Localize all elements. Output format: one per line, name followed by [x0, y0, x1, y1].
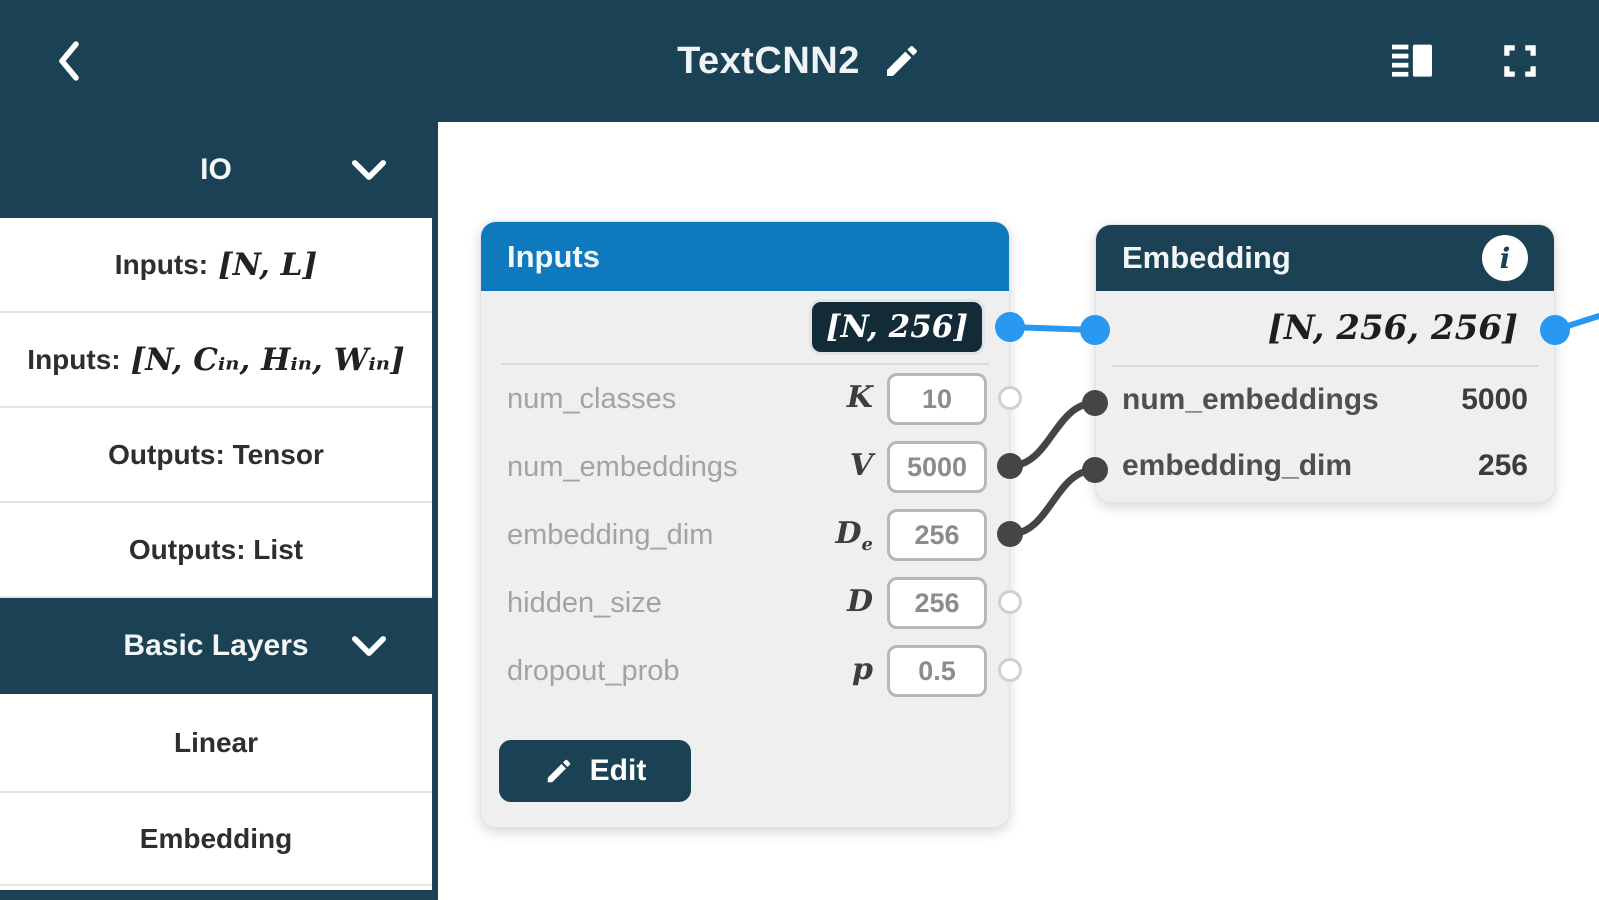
param-value: 5000 [1461, 383, 1528, 416]
edge-embedding-dim [1006, 466, 1099, 538]
param-name: dropout_prob [507, 654, 680, 687]
output-shape-badge: [N, 256] [809, 299, 985, 355]
sidebar-next-section-partial [0, 890, 432, 900]
param-name: num_classes [507, 382, 677, 415]
inputs-node-header[interactable]: Inputs [481, 222, 1009, 291]
node-embedding[interactable]: Embedding i [N, 256, 256] num_embeddings… [1095, 224, 1555, 503]
section-label: Basic Layers [123, 629, 309, 662]
page-title: TextCNN2 [677, 39, 860, 82]
node-inputs[interactable]: Inputs [N, 256] num_classes K 10 num_emb… [480, 221, 1010, 828]
sidebar-section-basic-layers[interactable]: Basic Layers [0, 598, 432, 694]
top-bar: TextCNN2 [0, 0, 1599, 122]
param-row-embedding-dim: embedding_dim De 256 [481, 501, 1009, 569]
port-embedding-embedding-dim[interactable] [1082, 457, 1108, 483]
fullscreen-icon [1504, 45, 1536, 77]
port-inputs-output[interactable] [995, 312, 1025, 342]
port-inputs-num-classes[interactable] [998, 386, 1022, 410]
item-label: Outputs: Tensor [108, 438, 324, 470]
divider [501, 363, 989, 365]
port-embedding-output[interactable] [1540, 315, 1570, 345]
topbar-actions [1389, 0, 1543, 122]
pencil-icon[interactable] [882, 41, 922, 81]
param-value-input[interactable]: 256 [887, 577, 987, 629]
palette-item-linear[interactable]: Linear [0, 694, 432, 793]
chevron-down-icon [352, 636, 386, 656]
item-label: Inputs: [114, 248, 209, 280]
palette-item-outputs-list[interactable]: Outputs: List [0, 503, 432, 598]
chevron-left-icon [59, 41, 79, 81]
param-value: 256 [1477, 449, 1528, 482]
item-label: Inputs: [27, 343, 121, 375]
sidebar-layout-icon [1392, 44, 1432, 77]
palette-item-embedding[interactable]: Embedding [0, 793, 432, 886]
param-value-input[interactable]: 256 [887, 509, 987, 561]
port-embedding-num-embeddings[interactable] [1082, 390, 1108, 416]
param-name: hidden_size [507, 586, 662, 619]
param-name: num_embeddings [1122, 383, 1379, 416]
edit-button[interactable]: Edit [499, 740, 691, 802]
item-math: [N, Cᵢₙ, Hᵢₙ, Wᵢₙ] [130, 341, 405, 378]
param-symbol: p [852, 651, 873, 687]
param-row-num-embeddings: num_embeddings 5000 [1096, 367, 1554, 433]
embedding-node-header[interactable]: Embedding i [1096, 225, 1554, 291]
param-symbol: De [835, 515, 873, 555]
param-symbol: V [849, 447, 873, 483]
divider [1112, 365, 1538, 367]
port-inputs-embedding-dim[interactable] [997, 521, 1023, 547]
node-title: Inputs [507, 238, 600, 274]
edit-button-label: Edit [589, 754, 647, 787]
param-value-input[interactable]: 10 [887, 373, 987, 425]
chevron-down-icon [352, 160, 386, 180]
item-label: Outputs: List [128, 533, 304, 565]
title-group: TextCNN2 [0, 0, 1599, 122]
port-embedding-input[interactable] [1080, 315, 1110, 345]
param-row-num-classes: num_classes K 10 [481, 365, 1009, 433]
pencil-icon [547, 759, 570, 783]
param-row-hidden-size: hidden_size D 256 [481, 569, 1009, 637]
info-icon[interactable]: i [1482, 235, 1528, 281]
param-value-input[interactable]: 5000 [887, 441, 987, 493]
param-name: num_embeddings [507, 450, 738, 483]
panel-layout-button[interactable] [1389, 38, 1435, 84]
port-inputs-hidden-size[interactable] [998, 590, 1022, 614]
edge-num-embeddings [1006, 399, 1099, 470]
param-row-embedding-dim: embedding_dim 256 [1096, 433, 1554, 499]
palette-item-inputs-nl[interactable]: Inputs: [N, L] [0, 218, 432, 313]
item-label: Embedding [139, 822, 293, 854]
palette-item-inputs-nchw[interactable]: Inputs: [N, Cᵢₙ, Hᵢₙ, Wᵢₙ] [0, 313, 432, 408]
item-math: [N, L] [218, 246, 318, 283]
param-symbol: K [846, 379, 873, 415]
param-name: embedding_dim [507, 518, 714, 551]
embedding-output-shape: [N, 256, 256] [1267, 308, 1518, 348]
param-value-input[interactable]: 0.5 [887, 645, 987, 697]
section-label: IO [200, 153, 232, 186]
param-row-dropout-prob: dropout_prob p 0.5 [481, 637, 1009, 705]
back-button[interactable] [44, 36, 94, 86]
param-symbol: D [846, 583, 873, 619]
sidebar-section-io[interactable]: IO [0, 122, 432, 218]
layer-palette-sidebar: IO Inputs: [N, L] Inputs: [N, Cᵢₙ, Hᵢₙ, … [0, 122, 438, 900]
port-inputs-num-embeddings[interactable] [997, 453, 1023, 479]
item-label: Linear [173, 726, 259, 758]
param-row-num-embeddings: num_embeddings V 5000 [481, 433, 1009, 501]
graph-canvas[interactable]: Inputs [N, 256] num_classes K 10 num_emb… [438, 122, 1599, 900]
node-title: Embedding [1122, 240, 1291, 275]
inputs-output-row: [N, 256] [481, 291, 1009, 363]
fullscreen-button[interactable] [1497, 38, 1543, 84]
port-inputs-dropout-prob[interactable] [998, 658, 1022, 682]
palette-item-outputs-tensor[interactable]: Outputs: Tensor [0, 408, 432, 503]
param-name: embedding_dim [1122, 449, 1353, 482]
